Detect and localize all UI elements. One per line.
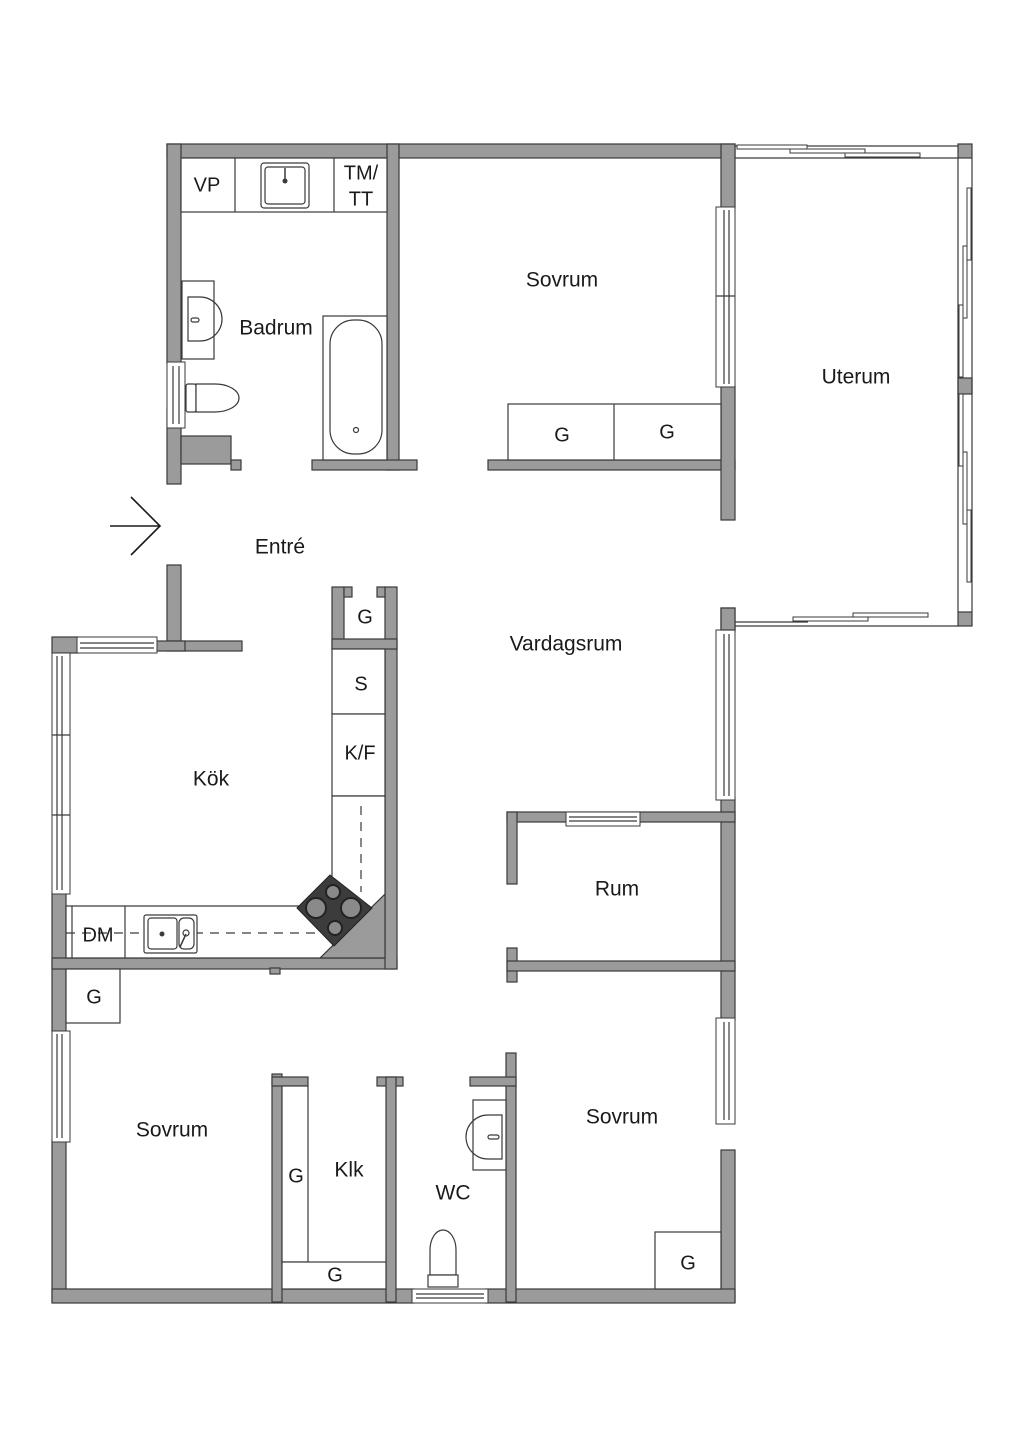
wall-top — [166, 143, 736, 159]
label-klk-g1: G — [288, 1165, 304, 1187]
window-kitchen-left — [51, 652, 71, 895]
wall-wc-top — [469, 1076, 517, 1087]
uterum-corner-br — [957, 611, 973, 627]
wc-toilet — [429, 1229, 457, 1276]
wall-wc-right — [505, 1052, 517, 1303]
wall-bath-bottom — [311, 459, 418, 471]
wall-bath-corner — [180, 435, 232, 465]
label-s: S — [354, 673, 367, 695]
window-rum — [565, 811, 641, 827]
room-label-klk: Klk — [334, 1159, 364, 1182]
label-wardrobe-1: G — [554, 424, 570, 446]
windows — [51, 206, 736, 1304]
label-closet-entry: G — [357, 606, 373, 628]
wall-left-lower — [51, 1139, 67, 1303]
wall-rum-bottom — [506, 960, 736, 972]
wall-sovrum-right-bottom — [720, 385, 736, 521]
bathroom-fixtures — [180, 157, 388, 461]
room-label-sovrum-top: Sovrum — [526, 269, 598, 292]
wall-klk-right — [385, 1076, 397, 1303]
room-label-kok: Kök — [193, 768, 230, 791]
stove — [296, 874, 373, 947]
window-wc — [411, 1288, 489, 1304]
wall-sovrum-right-lower — [720, 1149, 736, 1303]
wall-klk-left — [271, 1073, 283, 1303]
label-vp: VP — [194, 174, 221, 196]
window-kitchen-top — [76, 636, 158, 654]
room-label-rum: Rum — [595, 878, 639, 901]
window-vardagsrum — [715, 629, 736, 801]
label-wardrobe-2: G — [659, 421, 675, 443]
room-label-sovrum-left: Sovrum — [136, 1119, 208, 1142]
label-klk-g2: G — [327, 1264, 343, 1286]
room-label-vardagsrum: Vardagsrum — [510, 633, 623, 656]
wall-sovrum-right-top — [720, 143, 736, 209]
wall-entry-lower — [166, 564, 182, 651]
wall-rum-left — [506, 811, 518, 885]
wall-closet-lip-l — [343, 586, 353, 598]
wall-bath-right — [386, 143, 400, 471]
window-bath — [166, 361, 186, 429]
window-sovrum-top — [715, 206, 736, 388]
wall-closet-lip-r — [376, 586, 386, 598]
wc-fixtures — [427, 1099, 507, 1288]
kitchen-fixtures — [65, 648, 386, 959]
wall-closet-bottom — [331, 638, 398, 650]
window-sovrum-right — [715, 1017, 736, 1125]
room-label-entre: Entré — [255, 536, 305, 559]
uterum-post — [957, 377, 973, 395]
wall-kitchen-bottom — [51, 957, 398, 970]
closets — [65, 968, 722, 1290]
wall-sovrum-bottom — [487, 459, 736, 471]
wall-vardag-right — [720, 797, 736, 1021]
label-wardrobe-left: G — [86, 986, 102, 1008]
wall-bath-left — [166, 143, 182, 365]
uterum-glazing — [720, 144, 973, 631]
wall-klk-top-l — [271, 1076, 309, 1087]
room-labels: Badrum Sovrum Uterum Entré Vardagsrum Kö… — [136, 269, 891, 1205]
label-tt: TT — [349, 188, 373, 210]
room-label-uterum: Uterum — [822, 366, 891, 389]
room-label-badrum: Badrum — [239, 317, 313, 340]
wall-kitchen-corner — [51, 636, 79, 654]
window-sovrum-left — [51, 1030, 71, 1143]
wall-bottom-left — [51, 1288, 415, 1304]
label-dm: DM — [82, 924, 113, 946]
arrow-right-icon — [110, 496, 162, 556]
uterum-corner-tr — [957, 143, 973, 159]
fixture-labels: VP TM/ TT G G G S K/F DM G G G G — [82, 162, 695, 1286]
bath-toilet — [185, 383, 197, 413]
sovrum-top-wardrobes — [507, 403, 722, 461]
wall-bath-nub — [230, 459, 242, 471]
wall-bottom-right — [485, 1288, 736, 1304]
label-kf: K/F — [344, 742, 375, 764]
wall-kitchen-top — [154, 640, 186, 652]
label-tm: TM/ — [344, 162, 379, 184]
room-label-wc: WC — [436, 1182, 471, 1205]
room-label-sovrum-right: Sovrum — [586, 1106, 658, 1129]
wall-kitchen-bottom-nub — [269, 967, 281, 975]
label-wardrobe-right: G — [680, 1252, 696, 1274]
